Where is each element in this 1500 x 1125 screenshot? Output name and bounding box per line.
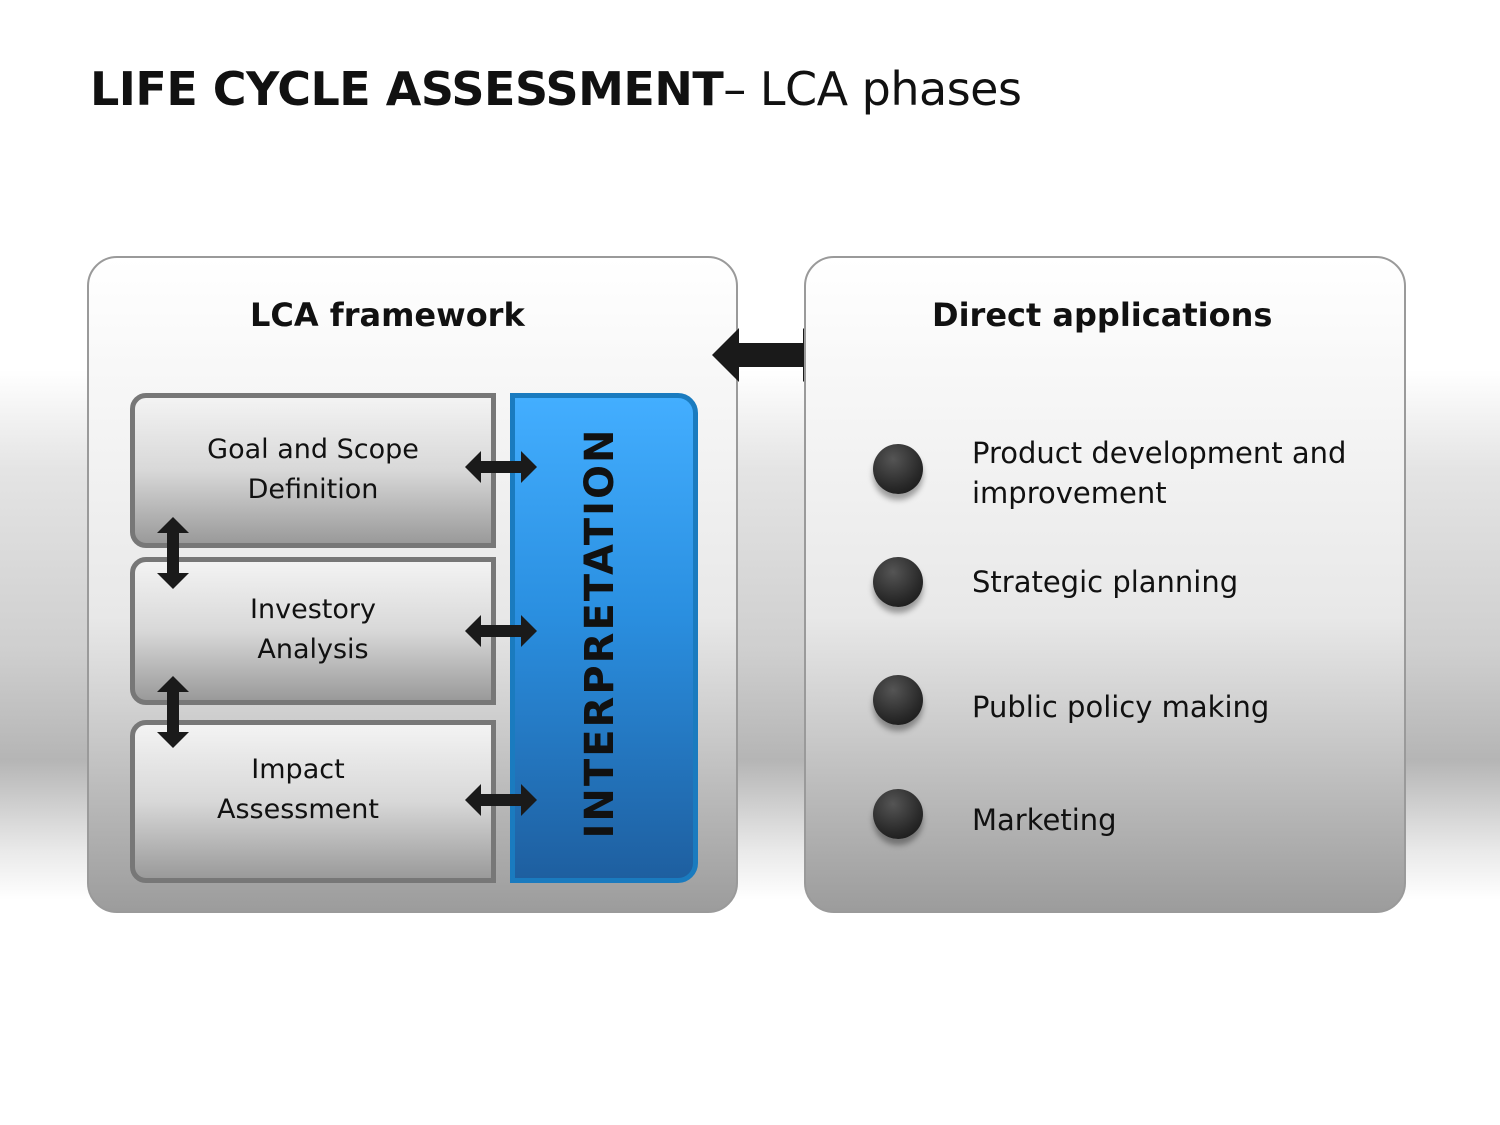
phase-inventory-analysis-line1: Investory [250,594,376,625]
bullet-icon [873,557,923,607]
panel-link-double-arrow-icon [712,328,830,382]
phase-inventory-analysis-line2: Analysis [257,634,369,665]
phase-inventory-analysis: Investory Analysis [130,557,496,705]
phase-impact-assessment-line2: Assessment [217,793,379,825]
bullet-icon [873,675,923,725]
page-title: LIFE CYCLE ASSESSMENT– LCA phases [90,62,1022,116]
direct-applications-heading: Direct applications [932,296,1273,334]
vertical-double-arrow-icon [157,517,189,589]
phase-impact-assessment: Impact Assessment [130,720,496,883]
application-item: Product development and improvement [972,436,1347,510]
horizontal-double-arrow-icon [465,615,537,647]
application-item: Strategic planning [972,565,1239,599]
interpretation-label: INTERPRETATION [577,427,623,839]
phase-impact-assessment-line1: Impact [251,753,345,785]
lca-framework-heading: LCA framework [250,296,525,334]
phase-goal-scope-line2: Definition [247,473,379,505]
horizontal-double-arrow-icon [465,784,537,816]
phase-goal-scope-line1: Goal and Scope [207,433,419,465]
interpretation-box [510,393,698,883]
phase-goal-scope: Goal and Scope Definition [130,393,496,548]
vertical-double-arrow-icon [157,676,189,748]
title-bold: LIFE CYCLE ASSESSMENT [90,62,724,116]
bullet-icon [873,789,923,839]
bullet-icon [873,444,923,494]
horizontal-double-arrow-icon [465,451,537,483]
application-item: Marketing [972,803,1117,837]
title-rest: – LCA phases [723,62,1022,116]
application-item: Public policy making [972,690,1270,724]
